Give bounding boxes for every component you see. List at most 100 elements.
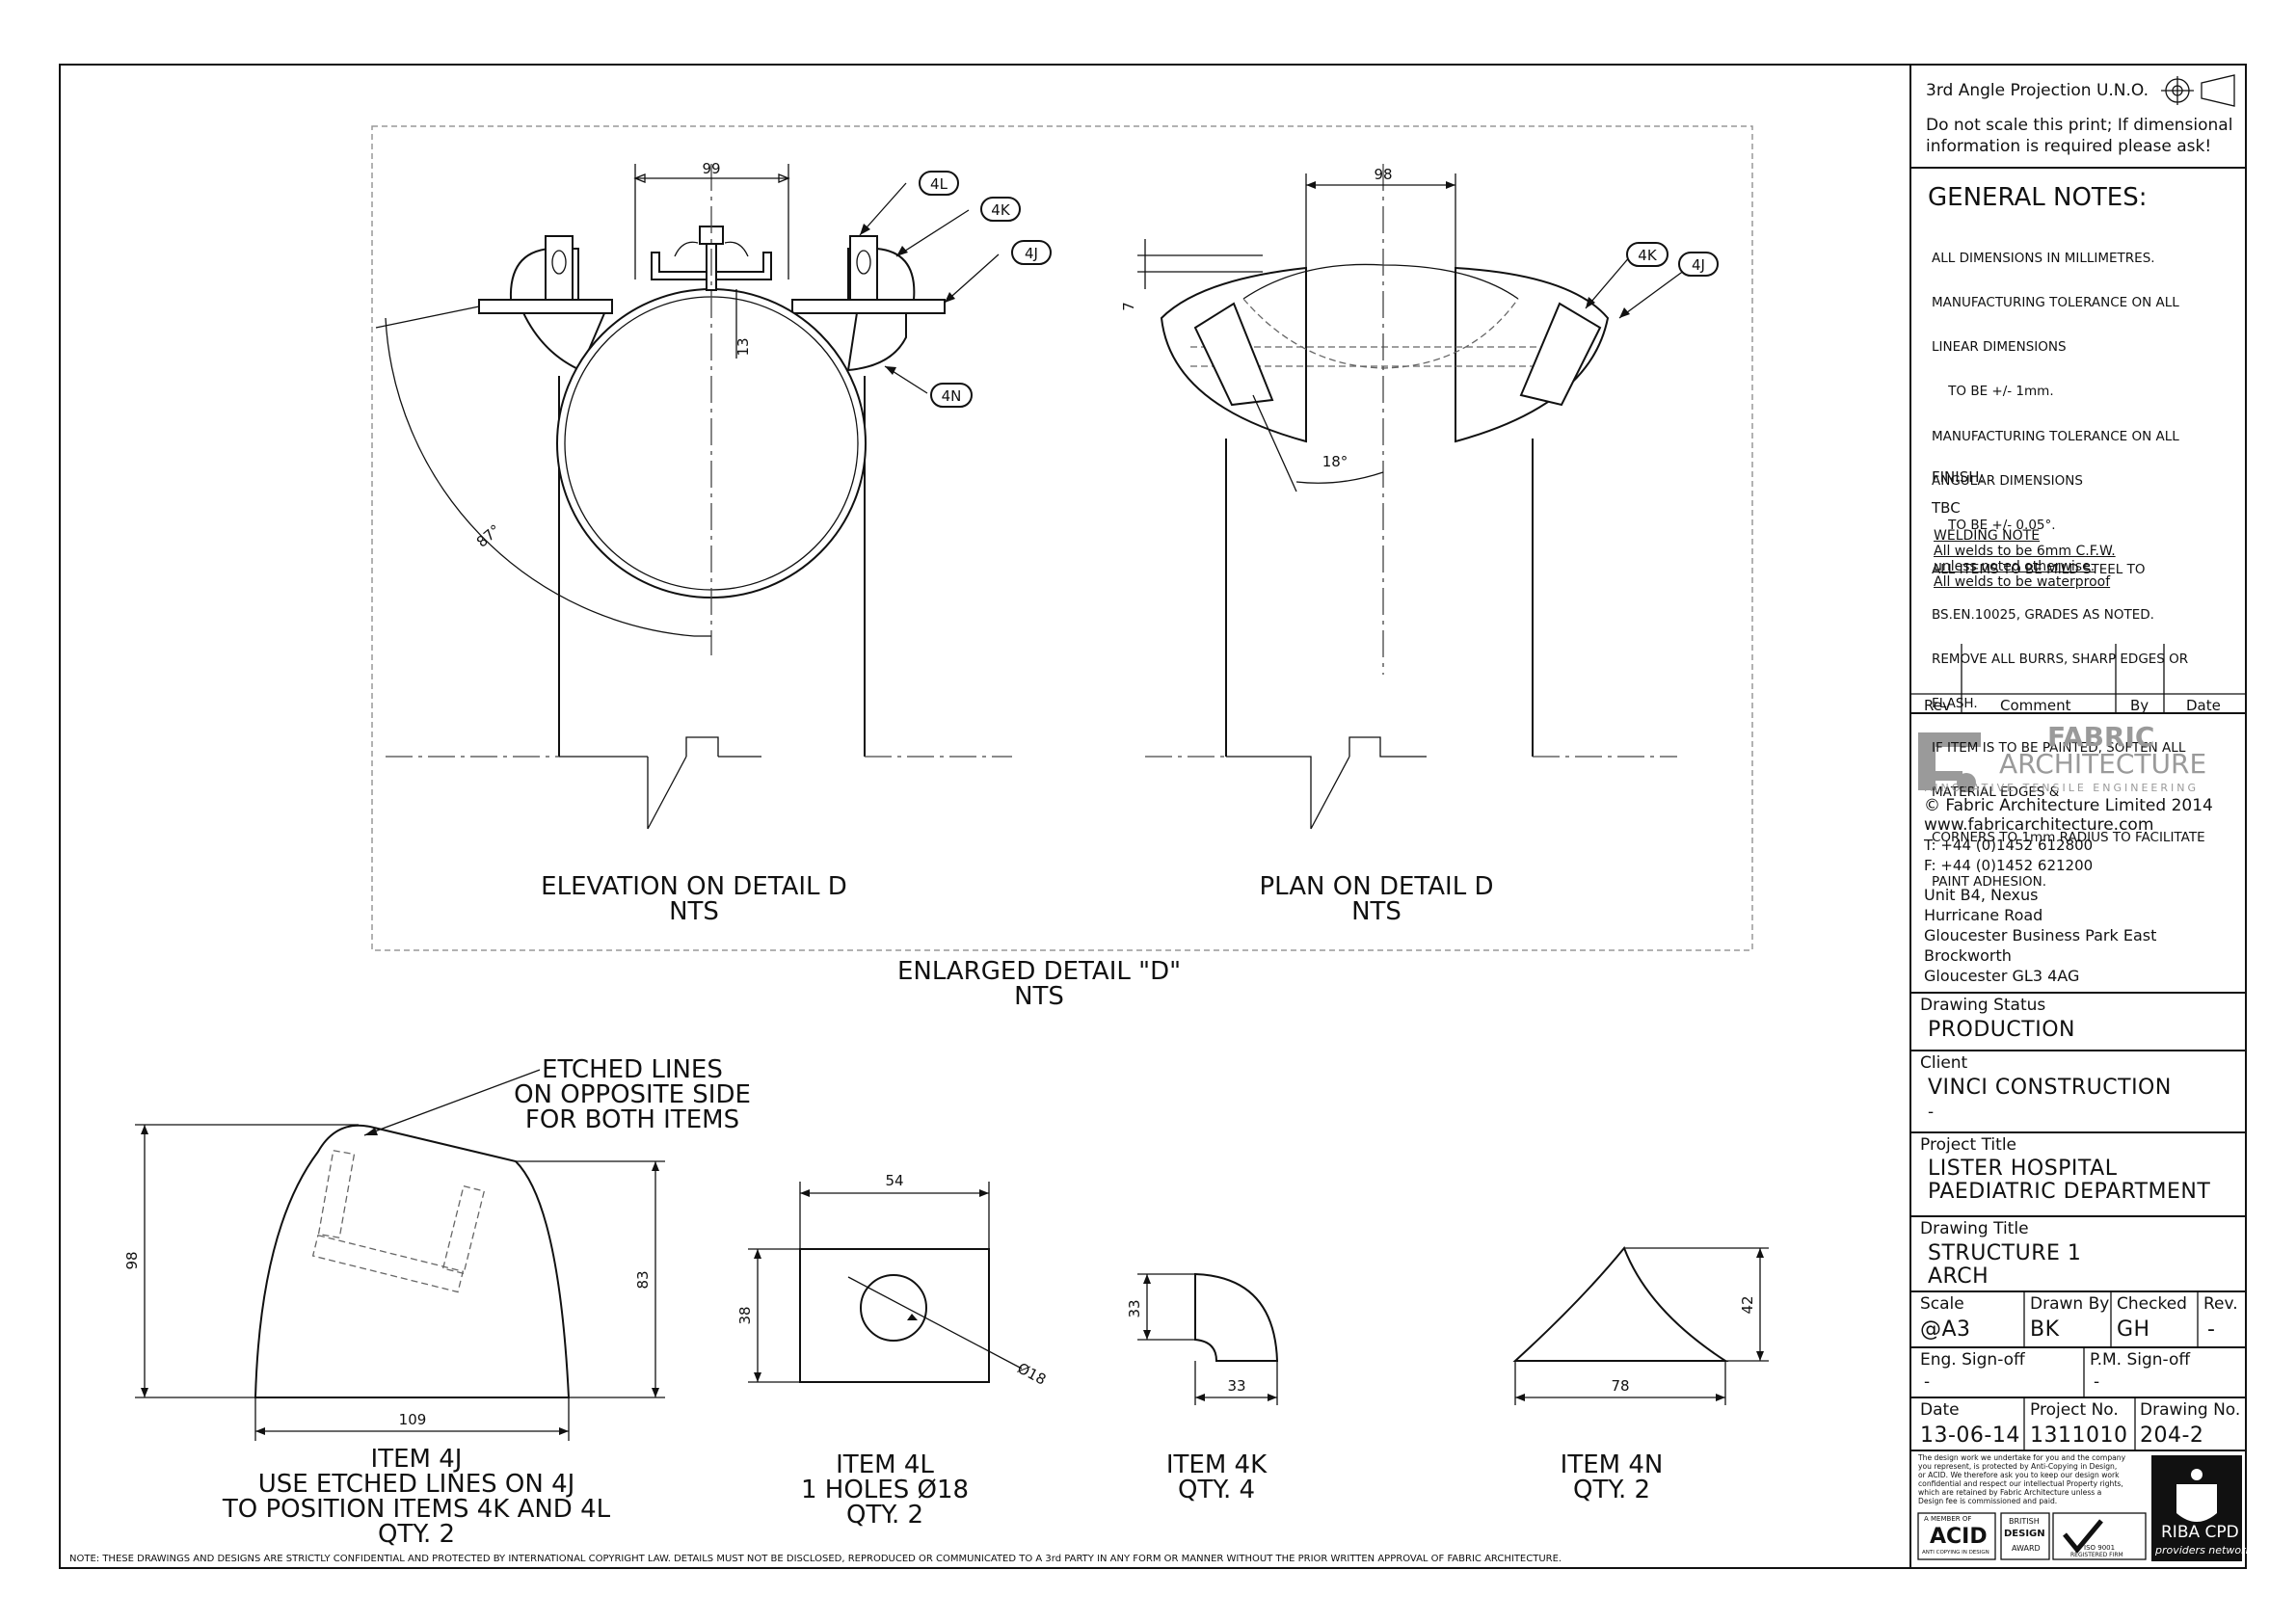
acid-disclaimer: The design work we undertake for you and…: [1918, 1453, 2149, 1505]
item-4j-title: ITEM 4J: [371, 1445, 463, 1474]
welding-note-line: unless noted otherwise.: [1934, 559, 2096, 574]
general-note: BS.EN.10025, GRADES AS NOTED.: [1932, 606, 2154, 623]
disclaimer-line: or ACID. We therefore ask you to keep ou…: [1918, 1471, 2120, 1479]
general-note: MANUFACTURING TOLERANCE ON ALL: [1932, 295, 2179, 311]
iso-badge-sub: REGISTERED FIRM: [2070, 1552, 2123, 1558]
client-value: VINCI CONSTRUCTION: [1928, 1076, 2172, 1100]
welding-note-line: All welds to be waterproof: [1934, 574, 2111, 590]
detail-d-frame: [371, 125, 1753, 951]
company-fax: F: +44 (0)1452 621200: [1924, 857, 2094, 874]
rev-header: Rev: [1924, 697, 1951, 714]
item-4l-title: ITEM 4L: [836, 1450, 934, 1479]
item-4j-line2: USE ETCHED LINES ON 4J: [258, 1470, 575, 1499]
dim-4j-width: 109: [399, 1411, 427, 1428]
general-notes-list: ALL DIMENSIONS IN MILLIMETRES. MANUFACTU…: [1932, 222, 2205, 905]
logo-fabric: FABRIC: [2047, 721, 2155, 753]
callout-4n-elev: 4N: [942, 387, 962, 405]
logo-tagline: INNOVATIVE TENSILE ENGINEERING: [1924, 782, 2200, 794]
disclaimer-line: The design work we undertake for you and…: [1918, 1453, 2126, 1462]
drawing-no-value: 204-2: [2140, 1423, 2204, 1448]
acid-badge: ACID: [1930, 1525, 1988, 1549]
general-note: LINEAR DIMENSIONS: [1932, 339, 2067, 356]
item-4k-drawing: [1137, 1272, 1279, 1405]
item-4j-line3: TO POSITION ITEMS 4K AND 4L: [222, 1495, 611, 1524]
plan-title: PLAN ON DETAIL D: [1260, 872, 1494, 901]
riba-badge-sub: providers network: [2155, 1544, 2252, 1556]
item-4n-qty: QTY. 2: [1573, 1476, 1650, 1504]
etched-note-line3: FOR BOTH ITEMS: [525, 1105, 739, 1134]
fabric-logo-icon: [1918, 732, 1981, 792]
address-line: Hurricane Road: [1924, 906, 2043, 924]
logo-architecture: ARCHITECTURE: [1999, 748, 2207, 780]
dim-4j-height: 98: [123, 1251, 141, 1269]
callout-4k-elev: 4K: [991, 201, 1011, 219]
project-title-label: Project Title: [1920, 1135, 2016, 1155]
projection-symbol-icon: [2161, 74, 2235, 107]
scale-warning-line2: information is required please ask!: [1926, 137, 2212, 156]
confidentiality-note: NOTE: THESE DRAWINGS AND DESIGNS ARE STR…: [69, 1554, 1562, 1564]
elevation-scale: NTS: [669, 897, 719, 926]
dim-4k-width: 33: [1227, 1377, 1245, 1395]
general-note: MANUFACTURING TOLERANCE ON ALL: [1932, 428, 2179, 444]
general-note: MATERIAL EDGES &: [1932, 785, 2060, 801]
dim-4l-hole: Ø18: [1014, 1359, 1049, 1388]
callout-4l-elev: 4L: [930, 175, 948, 193]
sheet-border: [59, 64, 2247, 1569]
item-4l-drawing: [748, 1182, 1023, 1383]
etched-note-line1: ETCHED LINES: [542, 1055, 723, 1084]
rev-value: -: [2207, 1317, 2216, 1342]
drawing-status-label: Drawing Status: [1920, 996, 2046, 1015]
disclaimer-line: you represent, is protected by Anti-Copy…: [1918, 1462, 2118, 1471]
item-4n-title: ITEM 4N: [1561, 1450, 1664, 1479]
general-note: TO BE +/- 0.05°.: [1932, 518, 2056, 534]
scale-label: Scale: [1920, 1294, 1964, 1314]
address-line: Unit B4, Nexus: [1924, 886, 2039, 904]
general-note: REMOVE ALL BURRS, SHARP EDGES OR: [1932, 651, 2189, 667]
pm-signoff-value: -: [2094, 1372, 2100, 1392]
bda-badge-sub: AWARD: [2012, 1544, 2041, 1553]
company-website: www.fabricarchitecture.com: [1924, 815, 2154, 835]
company-tel: T: +44 (0)1452 612800: [1924, 837, 2094, 854]
project-no-label: Project No.: [2030, 1400, 2119, 1420]
company-copyright: © Fabric Architecture Limited 2014: [1924, 796, 2213, 815]
comment-header: Comment: [2000, 697, 2071, 714]
elevation-view: [375, 164, 1052, 830]
eng-signoff-value: -: [1924, 1372, 1931, 1392]
dim-4k-height: 33: [1126, 1299, 1143, 1317]
checked-value: GH: [2117, 1317, 2150, 1342]
welding-note: WELDING NOTE All welds to be 6mm C.F.W. …: [1934, 528, 2116, 590]
bda-badge-top: BRITISH: [2009, 1517, 2040, 1526]
callout-4j-plan: 4J: [1692, 256, 1705, 274]
item-4k-title: ITEM 4K: [1166, 1450, 1268, 1479]
address-line: Brockworth: [1924, 946, 2012, 965]
general-note: FLASH.: [1932, 696, 1978, 711]
date-label: Date: [1920, 1400, 1960, 1420]
callout-4j-elev: 4J: [1025, 245, 1038, 262]
plan-view: [1137, 164, 1719, 830]
general-note: TO BE +/- 1mm.: [1932, 384, 2054, 400]
bda-badge: DESIGN: [2004, 1529, 2045, 1539]
iso-badge: ISO 9001: [2084, 1544, 2116, 1552]
eng-signoff-label: Eng. Sign-off: [1920, 1350, 2025, 1370]
address-line: Gloucester GL3 4AG: [1924, 967, 2080, 985]
dim-4l-width: 54: [885, 1172, 903, 1189]
client-label: Client: [1920, 1053, 1968, 1073]
rev-label: Rev.: [2203, 1294, 2238, 1314]
item-4j-qty: QTY. 2: [378, 1520, 455, 1549]
dim-4n-width: 78: [1611, 1377, 1629, 1395]
projection-text: 3rd Angle Projection U.N.O.: [1926, 81, 2149, 100]
dim-elev-angle: 87°: [473, 521, 504, 551]
general-note: ANGULAR DIMENSIONS: [1932, 472, 2083, 489]
acid-badge-top: A MEMBER OF: [1924, 1515, 1972, 1523]
drawn-by-value: BK: [2030, 1317, 2060, 1342]
dim-4l-height: 38: [736, 1306, 754, 1324]
general-note: ALL ITEMS TO BE MILD STEEL TO: [1932, 562, 2146, 578]
general-note: IF ITEM IS TO BE PAINTED, SOFTEN ALL: [1932, 740, 2186, 757]
elevation-title: ELEVATION ON DETAIL D: [541, 872, 847, 901]
disclaimer-line: which are retained by Fabric Architectur…: [1918, 1488, 2102, 1497]
date-header: Date: [2186, 697, 2221, 714]
dim-elev-width: 99: [702, 160, 720, 177]
title-block-grid: [1910, 167, 2246, 1451]
item-4n-drawing: [1512, 1246, 1769, 1405]
pm-signoff-label: P.M. Sign-off: [2090, 1350, 2191, 1370]
